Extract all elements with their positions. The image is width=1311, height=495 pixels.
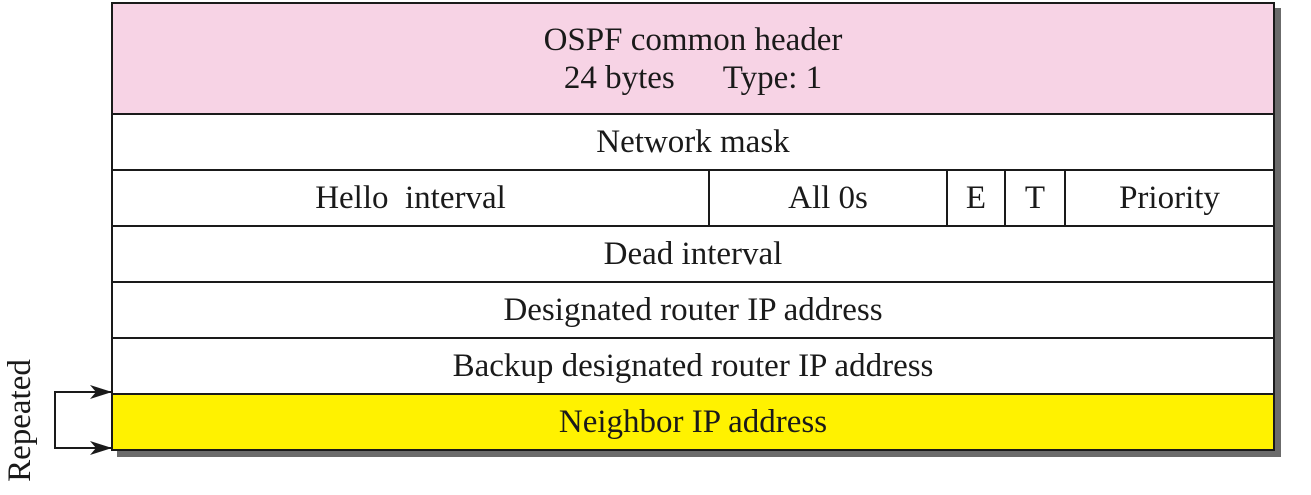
common-header-title: OSPF common header xyxy=(543,21,843,58)
priority-field: Priority xyxy=(1064,171,1273,225)
repeated-label: Repeated xyxy=(1,358,38,482)
common-header-length: 24 bytes xyxy=(563,59,675,96)
common-header-field: OSPF common header 24 bytes Type: 1 xyxy=(113,4,1273,113)
hello-interval-field: Hello interval xyxy=(315,179,506,216)
t-flag-field: T xyxy=(1004,171,1064,225)
common-header-details: 24 bytes Type: 1 xyxy=(564,59,822,97)
designated-router-field: Designated router IP address xyxy=(113,281,1273,337)
network-mask-field: Network mask xyxy=(113,113,1273,169)
common-header-type: Type: 1 xyxy=(722,59,823,96)
backup-designated-router-field: Backup designated router IP address xyxy=(113,337,1273,393)
e-flag-field: E xyxy=(946,171,1004,225)
flags-row: Hello interval All 0s E T Priority xyxy=(113,169,1273,225)
dead-interval-field: Dead interval xyxy=(113,225,1273,281)
repeat-loop-arrow-icon xyxy=(54,385,112,455)
ospf-hello-packet-diagram: OSPF common header 24 bytes Type: 1 Netw… xyxy=(111,2,1275,451)
neighbor-ip-field: Neighbor IP address xyxy=(113,393,1273,449)
all-zeros-field: All 0s xyxy=(708,171,946,225)
